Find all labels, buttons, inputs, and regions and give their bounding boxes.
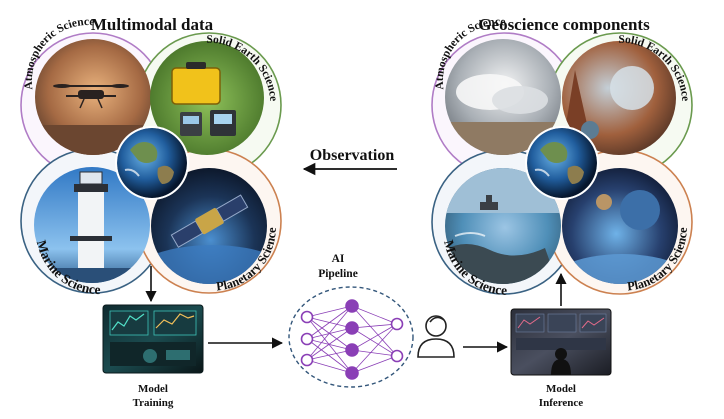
earth-globe-image [117, 128, 187, 198]
network-edge [351, 323, 398, 329]
observation-flow: Observation [302, 147, 397, 176]
ai-pipeline-line1: AI [332, 253, 345, 265]
dashboard-image [102, 304, 204, 374]
network-node [345, 366, 359, 380]
neural-network-icon [306, 305, 398, 374]
model-inference-line1: Model [546, 383, 576, 395]
network-edge [351, 349, 398, 357]
network-edge [351, 327, 398, 357]
model-training-block: Model Training [102, 266, 204, 409]
network-edge [306, 305, 353, 361]
network-edge [306, 327, 353, 361]
geoscience-components-title: Geoscience components [478, 15, 650, 34]
network-node [390, 317, 404, 331]
network-edge [351, 355, 398, 374]
analyst-screens-image [510, 308, 612, 376]
network-node [345, 321, 359, 335]
model-inference-line2: Inference [539, 397, 584, 409]
network-edge [351, 305, 398, 325]
network-edge [306, 305, 353, 318]
network-edge [306, 338, 353, 351]
network-node [300, 332, 314, 346]
network-node [345, 299, 359, 313]
model-training-line2: Training [133, 397, 174, 409]
network-node [390, 349, 404, 363]
network-edge [306, 316, 353, 374]
geoscience-components-cluster: Geoscience components [431, 15, 693, 298]
network-edge [306, 305, 353, 340]
model-inference-block: Model Inference [510, 272, 612, 409]
network-edge [306, 349, 353, 361]
network-node [345, 343, 359, 357]
person-icon [417, 315, 455, 358]
ai-pipeline-line2: Pipeline [318, 268, 358, 280]
multimodal-data-title: Multimodal data [91, 15, 214, 34]
model-training-line1: Model [138, 383, 168, 395]
ai-pipeline-block: AI Pipeline [288, 253, 414, 388]
network-edge [306, 359, 353, 374]
network-node [300, 310, 314, 324]
network-edge [306, 338, 353, 374]
multimodal-data-cluster: Multimodal data [20, 15, 282, 297]
observation-label: Observation [310, 147, 395, 164]
equipment-case-image [150, 41, 264, 155]
network-edge [351, 323, 398, 351]
network-node [300, 353, 314, 367]
earth-globe-image-right [527, 128, 597, 198]
network-edge [351, 323, 398, 374]
network-edge [351, 305, 398, 357]
